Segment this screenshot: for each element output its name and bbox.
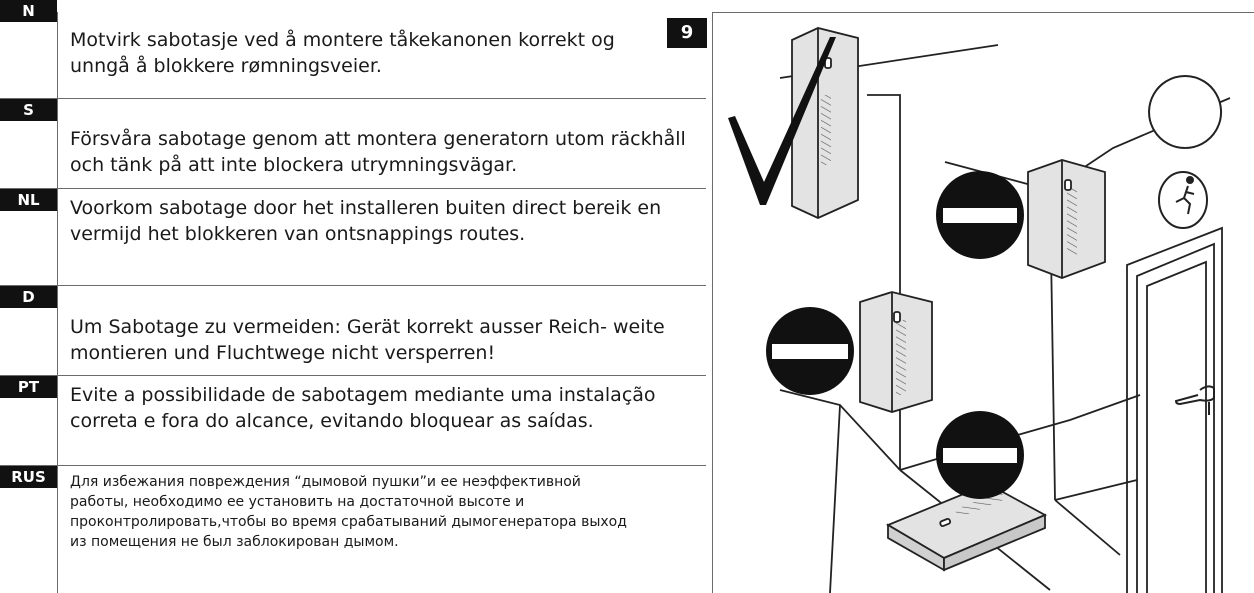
section-text-nl: Voorkom sabotage door het installeren bu… [70, 197, 662, 245]
language-badge-n: N [0, 0, 57, 22]
checkmark-icon [728, 37, 836, 205]
section-text-d: Um Sabotage zu vermeiden: Gerät korrekt … [70, 316, 665, 364]
section-s: S Försvåra sabotage genom att montera ge… [0, 99, 706, 189]
column-divider [712, 12, 713, 593]
language-badge-nl: NL [0, 189, 57, 211]
figure-number: 9 [667, 18, 707, 48]
language-badge-d: D [0, 286, 57, 308]
running-man-exit-icon [1148, 75, 1222, 229]
no-entry-icon [936, 171, 1024, 259]
language-badge-s: S [0, 99, 57, 121]
fog-generator-device-wrong-1 [1027, 159, 1106, 279]
no-entry-icon [936, 411, 1024, 499]
installation-illustration [728, 27, 1231, 593]
section-text-rus: Для избежания повреждения “дымовой пушки… [70, 474, 627, 550]
door-handle [1174, 385, 1215, 415]
section-text-pt: Evite a possibilidade de sabotagem media… [70, 384, 656, 432]
section-nl: NL Voorkom sabotage door het installeren… [0, 189, 706, 286]
section-n: N Motvirk sabotasje ved å montere tåkeka… [0, 0, 706, 99]
section-rus: RUS Для избежания повреждения “дымовой п… [0, 466, 706, 593]
fog-generator-device-wrong-floor [885, 483, 1048, 572]
fog-generator-device-correct [791, 27, 859, 219]
language-badge-pt: PT [0, 376, 57, 398]
section-pt: PT Evite a possibilidade de sabotagem me… [0, 376, 706, 466]
language-badge-rus: RUS [0, 466, 57, 488]
illustration-top-border [712, 12, 1254, 13]
section-d: D Um Sabotage zu vermeiden: Gerät korrek… [0, 286, 706, 376]
fog-generator-device-wrong-2 [859, 291, 933, 413]
section-text-s: Försvåra sabotage genom att montera gene… [70, 128, 686, 176]
section-text-n: Motvirk sabotasje ved å montere tåkekano… [70, 29, 615, 77]
no-entry-icon [766, 307, 854, 395]
